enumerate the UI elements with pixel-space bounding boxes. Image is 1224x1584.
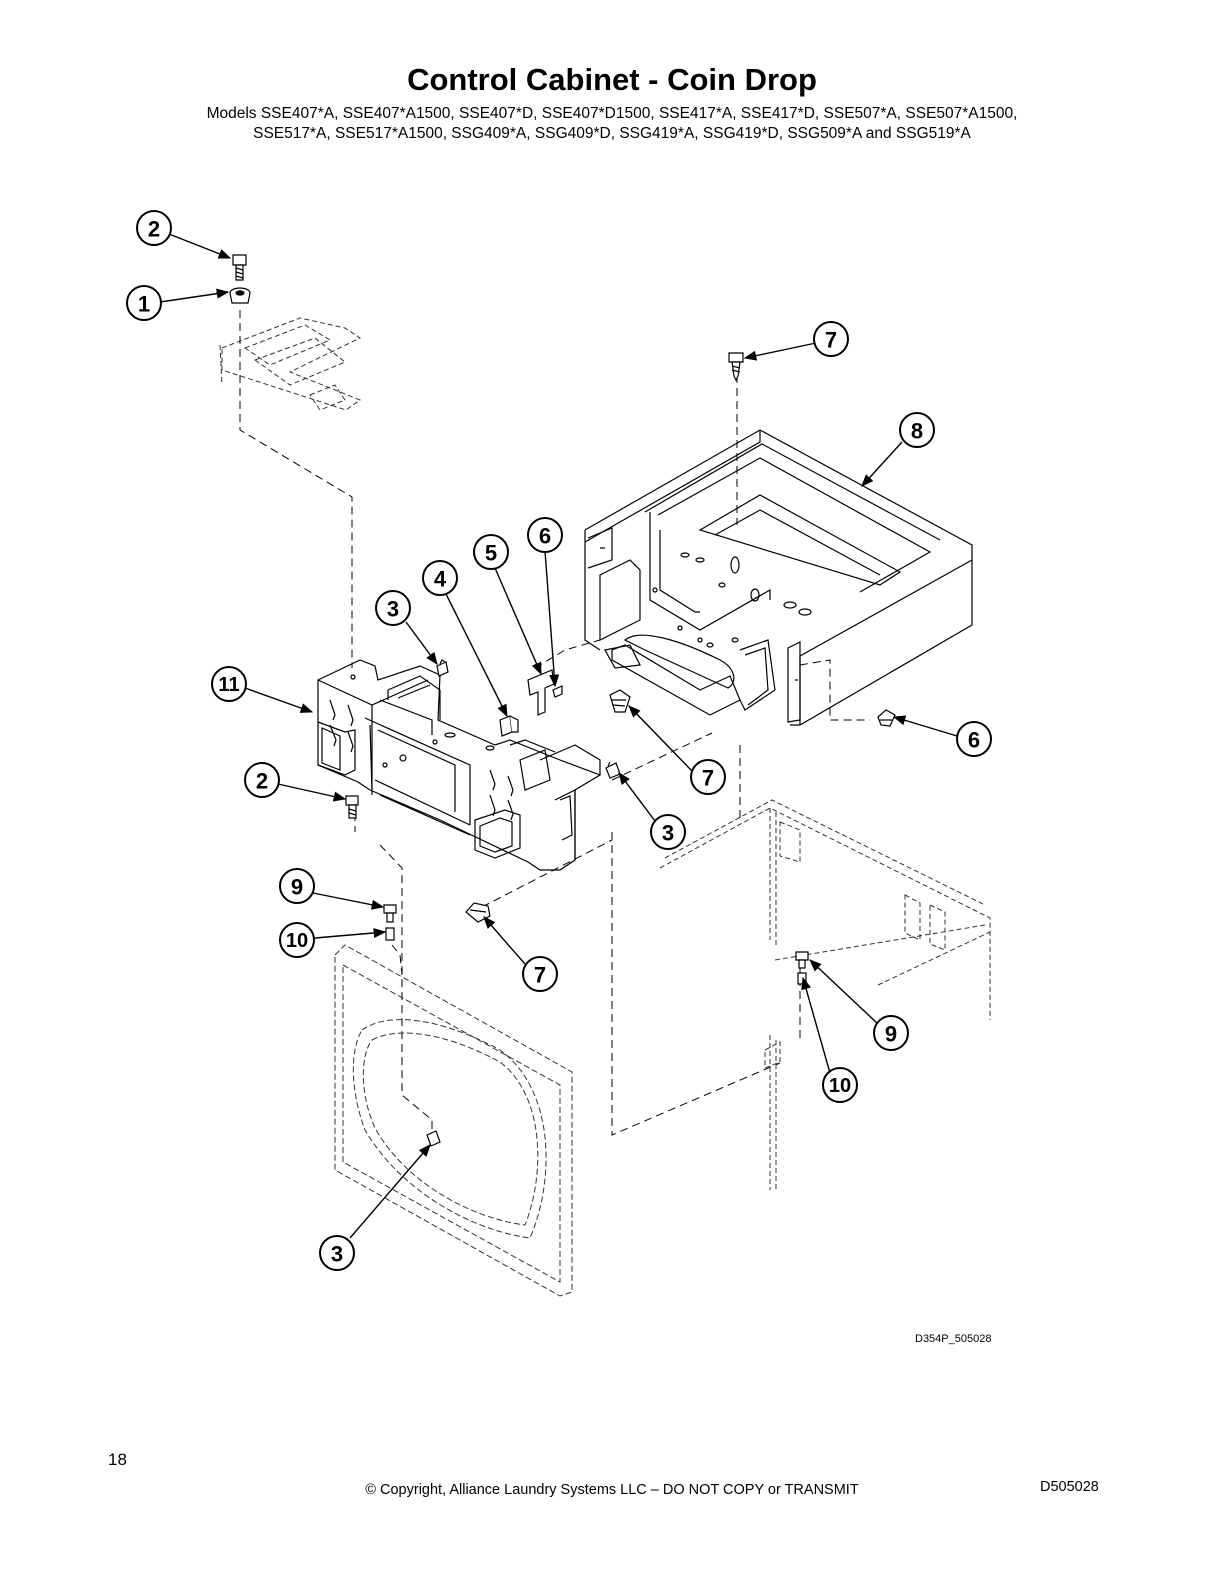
callout-11: 11: [218, 674, 239, 696]
front-door-panel: [334, 944, 573, 1297]
screw-top-part-7: [728, 352, 744, 382]
callout-8: 8: [911, 419, 923, 444]
grommet-part-1: [229, 287, 251, 304]
callout-10-right: 10: [829, 1075, 851, 1097]
callout-1: 1: [138, 292, 150, 317]
clip-bottom-part-3: [426, 1130, 441, 1147]
callout-2-lower: 2: [256, 769, 268, 794]
screw-small-part-6: [552, 685, 563, 698]
callout-labels: 2 1 7 8 6 5 4 3 11 6 2 7 3 9 10 7 9 10 3: [138, 217, 980, 1267]
drawing-code: D354P_505028: [915, 1333, 992, 1345]
document-number: D505028: [1040, 1479, 1099, 1495]
callout-circles: [126, 210, 992, 1271]
model-list-line-2: SSE517*A, SSE517*A1500, SSG409*A, SSG409…: [253, 125, 971, 142]
callout-7-top: 7: [825, 328, 837, 353]
coin-drop-bracket: [317, 659, 602, 871]
nut-left-part-10: [385, 927, 395, 941]
control-cabinet-box: [584, 429, 973, 726]
callout-9-right: 9: [885, 1022, 897, 1047]
lower-cabinet-frame: [659, 799, 991, 1192]
clip-part-4: [499, 715, 519, 737]
callout-3-bottom: 3: [331, 1242, 343, 1267]
page-title: Control Cabinet - Coin Drop: [407, 62, 817, 97]
leader-arrows: [159, 233, 958, 1239]
hardware-parts: [229, 254, 896, 1147]
callout-3-mid: 3: [387, 597, 399, 622]
callout-6-right: 6: [968, 728, 980, 753]
page-number: 18: [108, 1450, 127, 1469]
callout-9-left: 9: [291, 875, 303, 900]
clip-mid-part-3: [436, 659, 449, 677]
callout-2-top: 2: [148, 217, 160, 242]
callout-3-right: 3: [662, 821, 674, 846]
copyright-notice: © Copyright, Alliance Laundry Systems LL…: [365, 1482, 859, 1498]
callout-7-low: 7: [534, 963, 546, 988]
bracket-part-5: [527, 669, 555, 716]
console-top-fragment: [219, 317, 362, 411]
callout-5: 5: [485, 541, 497, 566]
callout-4: 4: [434, 567, 447, 592]
alignment-lines: [239, 310, 870, 1136]
model-list-line-1: Models SSE407*A, SSE407*A1500, SSE407*D,…: [206, 105, 1018, 122]
screw-right-part-9: [795, 951, 809, 969]
screw-right-part-6: [877, 709, 896, 727]
callout-6-mid: 6: [539, 524, 551, 549]
screw-mid-part-7: [609, 689, 631, 713]
screw-left-part-9: [383, 904, 397, 923]
callout-10-left: 10: [286, 930, 308, 952]
bolt-top-part-2: [232, 254, 247, 281]
clip-right-part-3: [605, 761, 621, 779]
model-list: Models SSE407*A, SSE407*A1500, SSE407*D,…: [0, 104, 1224, 144]
callout-7-mid: 7: [702, 766, 714, 791]
bolt-lower-part-2: [345, 795, 359, 819]
